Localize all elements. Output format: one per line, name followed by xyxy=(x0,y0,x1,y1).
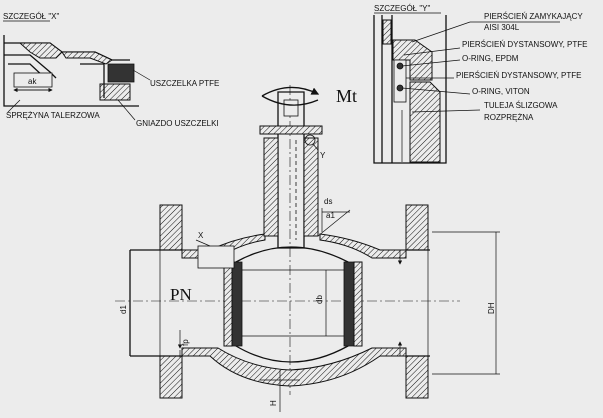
detail-x-label-seat: GNIAZDO USZCZELKI xyxy=(136,119,219,128)
valve-body xyxy=(115,85,500,412)
detail-x: SZCZEGÓŁ "X" ak USZCZELKA PTFE SPRĘŻYNA … xyxy=(3,12,219,128)
detail-y-label-1a: PIERŚCIEŃ ZAMYKAJĄCY xyxy=(484,12,583,21)
detail-x-seal xyxy=(107,63,135,83)
detail-y-frame xyxy=(373,15,447,164)
detail-x-marker xyxy=(197,245,235,269)
detail-y-label-2: PIERŚCIEŃ DYSTANSOWY, PTFE xyxy=(462,40,588,49)
detail-y-label-1b: AISI 304L xyxy=(484,23,520,32)
torque-arrow xyxy=(261,86,320,97)
dim-h-label: H xyxy=(269,400,278,406)
marker-x-label: X xyxy=(198,231,204,240)
seat-left xyxy=(231,261,243,347)
detail-y: SZCZEGÓŁ "Y" PIERŚCIEŃ ZAMYKAJĄCY AISI 3… xyxy=(373,4,588,164)
marker-y-label: Y xyxy=(320,151,326,160)
dim-d1-label: d1 xyxy=(119,305,128,314)
detail-y-label-4: PIERŚCIEŃ DYSTANSOWY, PTFE xyxy=(456,71,582,80)
left-flange-bottom xyxy=(159,355,183,399)
left-flange-top xyxy=(159,204,183,251)
dim-dh-label: DH xyxy=(487,302,496,314)
right-flange-bottom xyxy=(405,355,429,399)
detail-x-label-spring: SPRĘŻYNA TALERZOWA xyxy=(6,111,100,120)
detail-x-title: SZCZEGÓŁ "X" xyxy=(3,12,60,21)
dim-db-label: db xyxy=(315,295,324,304)
dim-a1-label: a1 xyxy=(326,211,335,220)
torque-label: Mt xyxy=(336,86,357,106)
pressure-label: PN xyxy=(170,285,192,304)
dim-ds-label: ds xyxy=(324,197,332,206)
ball xyxy=(235,246,349,363)
detail-x-frame xyxy=(3,35,139,107)
right-flange-top xyxy=(405,204,429,251)
detail-y-title: SZCZEGÓŁ "Y" xyxy=(374,4,431,13)
detail-y-label-3: O-RING, EPDM xyxy=(462,54,519,63)
detail-y-label-5: O-RING, VITON xyxy=(472,87,530,96)
detail-x-dim-ak: ak xyxy=(28,77,37,86)
seat-right xyxy=(343,261,355,347)
detail-x-label-seal: USZCZELKA PTFE xyxy=(150,79,219,88)
detail-y-label-6b: ROZPRĘŻNA xyxy=(484,113,534,122)
detail-y-label-6a: TULEJA ŚLIZGOWA xyxy=(484,101,558,110)
dim-fp-label: fp xyxy=(181,339,190,346)
